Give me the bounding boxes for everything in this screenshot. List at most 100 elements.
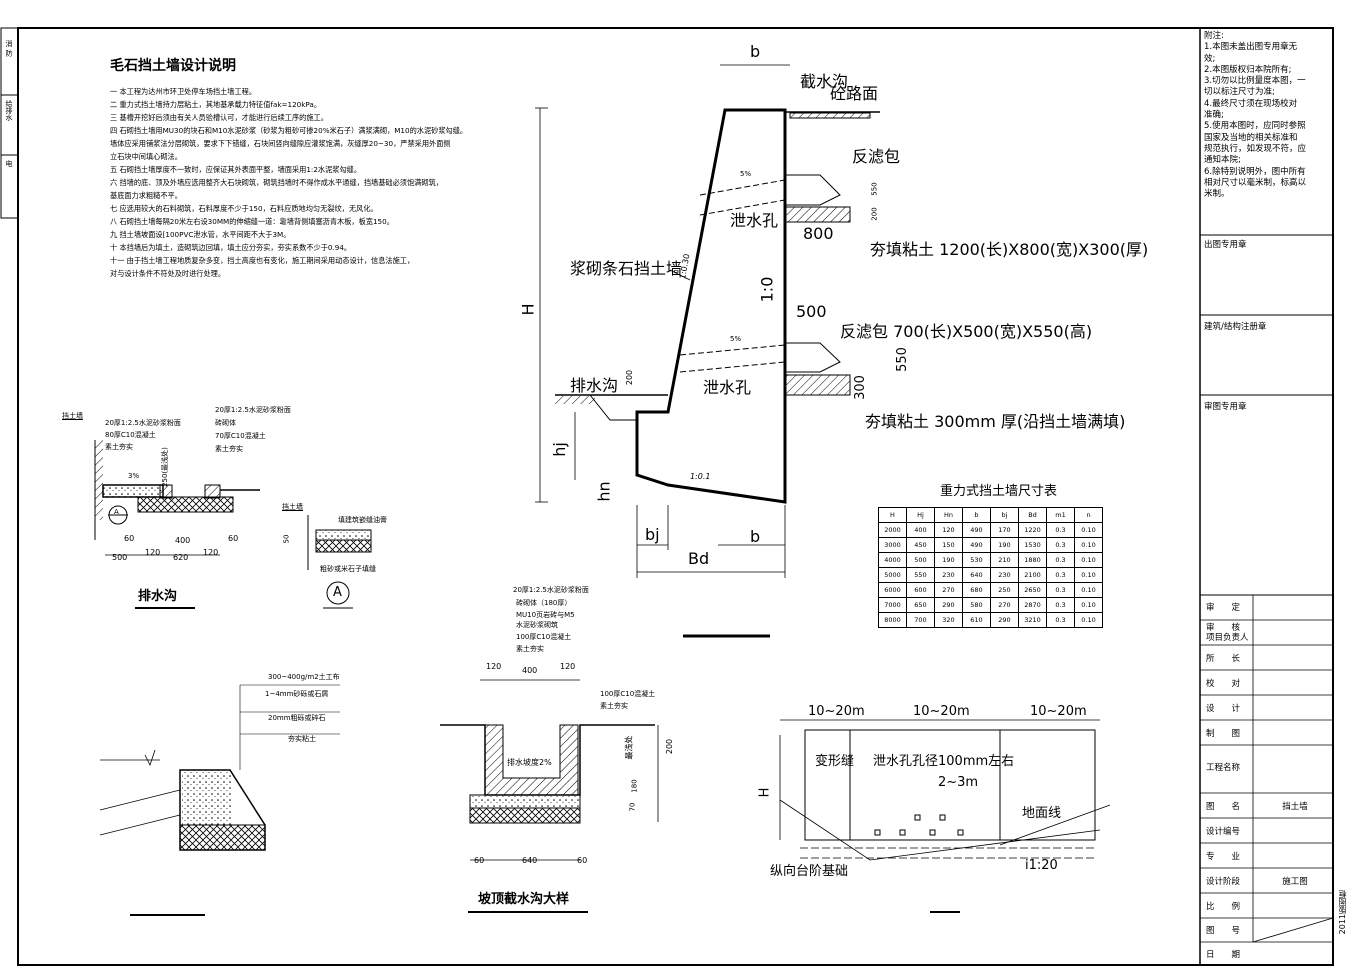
table-cell: 120: [934, 522, 963, 538]
table-cell: 270: [934, 582, 963, 598]
table-cell: 290: [934, 597, 963, 613]
detail-a-l2: 粗砂或米石子填缝: [320, 565, 376, 573]
ditch-d70: 70: [628, 802, 637, 812]
drain-d120a: 120: [145, 548, 161, 557]
label-fanlvbao-1: 反滤包: [852, 147, 901, 166]
stamp-registered: 建筑/结构注册章: [1204, 322, 1267, 332]
note-item: 墙体应采用铺浆法分层砌筑，要求下下错缝，石块间竖向缝隙应灌浆饱满，灰缝厚20~3…: [110, 139, 451, 148]
dim-550b: 550: [894, 347, 910, 372]
table-cell: 580: [962, 597, 991, 613]
table-cell: 0.3: [1046, 597, 1075, 613]
table-cell: 490: [962, 537, 991, 553]
table-cell: 650: [906, 597, 935, 613]
ditch-t1: 20厚1:2.5水泥砂浆粉面: [513, 586, 589, 594]
tb-note: 效;: [1204, 53, 1216, 64]
table-cell: 2100: [1018, 567, 1047, 583]
dim-800: 800: [803, 224, 834, 243]
table-cell: 3210: [1018, 612, 1047, 628]
table-cell: 0.3: [1046, 612, 1075, 628]
elev-joint: 变形缝: [815, 754, 855, 769]
ditch-t5: 100厚C10混凝土: [516, 633, 572, 641]
tb-note: 1.本图未盖出图专用章无: [1204, 42, 1298, 53]
dim-300: 300: [852, 375, 868, 400]
table-cell: 210: [990, 552, 1019, 568]
table-cell: 320: [934, 612, 963, 628]
ditch-t2: 砖砌体（180厚）: [516, 599, 572, 607]
drain-r2: 砖砌体: [215, 419, 236, 427]
table-cell: 0.10: [1074, 567, 1103, 583]
note-item: 五 石砌挡土墙厚度不一致时，应保证其外表面平整，墙面采用1:2水泥浆勾缝。: [110, 165, 362, 174]
ditch-r2: 素土夯实: [600, 702, 628, 710]
table-cell: 0.3: [1046, 522, 1075, 538]
table-cell: 1220: [1018, 522, 1047, 538]
top-ditch-title: 坡顶截水沟大样: [478, 892, 570, 907]
ditch-d400: 400: [522, 666, 538, 675]
tb-label: 设 计: [1206, 704, 1241, 714]
strip-label-plumbing: 给排水: [5, 100, 13, 121]
table-cell: 0.3: [1046, 552, 1075, 568]
tb-label: 设计编号: [1206, 827, 1241, 837]
tb-label: 日 期: [1206, 950, 1241, 960]
table-cell: 8000: [878, 612, 907, 628]
note-item: 六 挡墙的底、顶及外墙应选用整齐大石块砌筑，砌筑挡墙时不得作成水平通缝，挡墙基础…: [110, 178, 443, 187]
table-cell: 6000: [878, 582, 907, 598]
table-cell: 5000: [878, 567, 907, 583]
tb-note: 国家及当地的相关标准和: [1204, 132, 1298, 143]
table-cell: 700: [906, 612, 935, 628]
table-cell: 2650: [1018, 582, 1047, 598]
elev-ground: 地面线: [1022, 806, 1062, 821]
table-cell: 2870: [1018, 597, 1047, 613]
note-item: 三 基槽开挖好后须由有关人员验槽认可，才能进行后续工序的施工。: [110, 113, 328, 122]
table-cell: 0.3: [1046, 567, 1075, 583]
table-cell: 170: [990, 522, 1019, 538]
dim-table-title: 重力式挡土墙尺寸表: [940, 484, 1058, 499]
drain-detail: [94, 440, 260, 609]
drain-r1: 20厚1:2.5水泥砂浆粉面: [215, 406, 291, 414]
detail-a-dim: 50: [282, 534, 291, 544]
label-slope-1: 5%: [740, 170, 752, 178]
note-item: 四 石砌挡土墙用MU30的块石和M10水泥砂浆（砂浆为粗砂可掺20%米石子）满浆…: [110, 126, 468, 135]
col-header: H: [878, 507, 907, 523]
table-cell: 150: [934, 537, 963, 553]
design-stage: 施工图: [1282, 877, 1308, 887]
note-item: 十 本挡墙后为填土，造砌筑边回填，填土应分夯实，夯实系数不少于0.94。: [110, 243, 352, 252]
drain-depth: 250(最浅处): [160, 447, 169, 487]
tb-label: 图 名: [1206, 802, 1241, 812]
drain-d620: 620: [173, 553, 189, 562]
ditch-t4: 水泥砂浆砌筑: [516, 621, 558, 629]
table-cell: 230: [990, 567, 1019, 583]
tb-label: 比 例: [1206, 902, 1241, 912]
tb-note: 3.切勿以比例量度本图，一: [1204, 76, 1306, 87]
dim-H: H: [518, 303, 538, 316]
detail-a-circle: A: [333, 585, 342, 600]
table-cell: 0.10: [1074, 597, 1103, 613]
ditch-d180: 180: [630, 779, 639, 793]
notes-list: 一 本工程为达州市环卫处停车场挡土墙工程。 二 重力式挡土墙持力层粘土，其地基承…: [110, 85, 470, 280]
label-xieshuikong-2: 泄水孔: [703, 378, 752, 397]
table-cell: 2000: [878, 522, 907, 538]
tb-note: 6.除特别说明外，图中所有: [1204, 166, 1306, 177]
ditch-slope: 排水坡度2%: [507, 758, 552, 767]
strip-label-electric: 电: [5, 160, 13, 167]
filter-l3: 20mm粗砾或碎石: [268, 714, 326, 722]
drain-l2: 80厚C10混凝土: [105, 431, 156, 439]
filter-l4: 夯实粘土: [288, 735, 316, 743]
tb-label: 工程名称: [1206, 763, 1241, 773]
ditch-d60a: 60: [474, 856, 485, 865]
elev-span-3: 10~20m: [1030, 704, 1087, 719]
label-ratio-01: 1:0.1: [690, 472, 711, 481]
tb-label: 审 定: [1206, 603, 1241, 613]
table-cell: 680: [962, 582, 991, 598]
table-cell: 7000: [878, 597, 907, 613]
note-item: 基底面力求粗糙不平。: [110, 191, 182, 200]
tb-note: 米制。: [1204, 189, 1230, 200]
drain-d120b: 120: [203, 548, 219, 557]
filter-l2: 1~4mm砂砾或石屑: [265, 690, 329, 698]
tb-note: 通知本院;: [1204, 155, 1241, 166]
table-cell: 1530: [1018, 537, 1047, 553]
